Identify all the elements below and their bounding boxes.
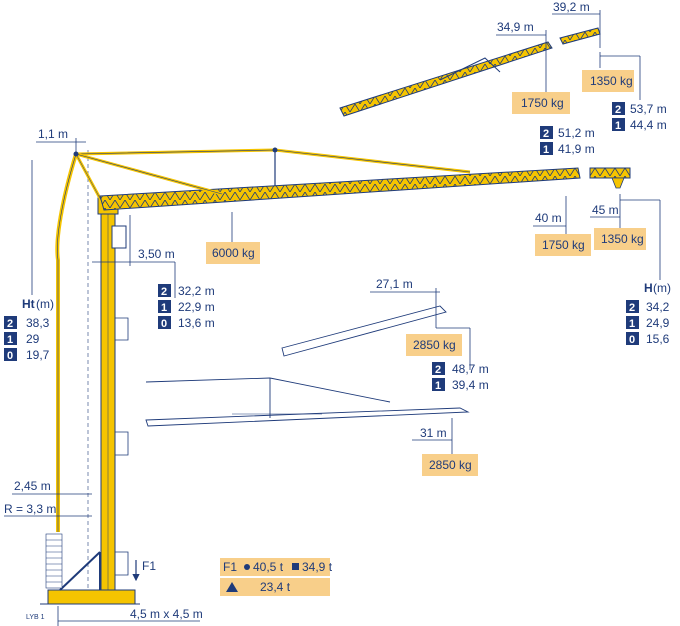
svg-text:0: 0 <box>629 334 635 346</box>
load-low-2850: 2850 kg <box>422 454 478 476</box>
svg-text:1: 1 <box>435 380 441 392</box>
svg-text:41,9 m: 41,9 m <box>558 142 595 156</box>
dim-radius: R = 3,3 m <box>4 502 56 516</box>
svg-text:1: 1 <box>615 120 621 132</box>
svg-text:44,4 m: 44,4 m <box>630 118 667 132</box>
svg-text:53,7 m: 53,7 m <box>630 102 667 116</box>
dim-base: 4,5 m x 4,5 m <box>130 607 203 621</box>
svg-text:2: 2 <box>629 302 635 314</box>
base-icon <box>226 582 238 592</box>
mid-jib: 27,1 m <box>281 277 471 370</box>
svg-text:1750 kg: 1750 kg <box>521 96 564 110</box>
svg-text:2: 2 <box>7 318 13 330</box>
svg-text:48,7 m: 48,7 m <box>452 362 489 376</box>
force-table: F1 40,5 t 34,9 t 23,4 t <box>220 558 333 596</box>
dim-low-jib: 31 m <box>420 426 447 440</box>
dim-jib-offset: 3,50 m <box>138 247 175 261</box>
svg-text:1: 1 <box>543 144 549 156</box>
dim-245: 2,45 m <box>14 479 51 493</box>
force-row-label: F1 <box>223 560 237 574</box>
svg-text:2: 2 <box>161 286 167 298</box>
svg-text:2850 kg: 2850 kg <box>429 458 472 472</box>
model-code: LYB 1 <box>26 614 45 621</box>
load-main-1750: 1750 kg <box>535 234 591 256</box>
svg-text:13,6 m: 13,6 m <box>178 316 215 330</box>
svg-text:24,9: 24,9 <box>646 316 670 330</box>
force-label: F1 <box>142 559 156 573</box>
table-h: H (m) 2 34,2 1 24,9 0 15,6 <box>626 281 671 346</box>
base-dimensions: 2,45 m R = 3,3 m 4,5 m x 4,5 m LYB 1 <box>4 479 203 626</box>
top-jib <box>339 27 601 117</box>
dot-icon <box>244 564 250 570</box>
svg-text:2: 2 <box>615 104 621 116</box>
table-topright: 2 53,7 m 1 44,4 m <box>612 102 667 132</box>
table-ht: Ht (m) 2 38,3 1 29 0 19,7 <box>4 297 54 362</box>
badge <box>612 102 625 115</box>
table-near: 2 32,2 m 1 22,9 m 0 13,6 m <box>158 284 215 330</box>
load-top-1350: 1350 kg <box>582 70 634 92</box>
svg-text:34,9 t: 34,9 t <box>302 560 333 574</box>
svg-text:0: 0 <box>7 350 13 362</box>
load-mid-2850: 2850 kg <box>406 334 462 356</box>
dim-mast-offset: 1,1 m <box>38 127 68 141</box>
force-f1: F1 <box>132 559 156 582</box>
table-top: 2 51,2 m 1 41,9 m <box>540 126 595 156</box>
svg-text:1: 1 <box>629 318 635 330</box>
svg-text:22,9 m: 22,9 m <box>178 300 215 314</box>
ht-title: Ht <box>22 297 35 311</box>
svg-text:2: 2 <box>543 128 549 140</box>
svg-text:1350 kg: 1350 kg <box>601 232 644 246</box>
main-jib-dimensions: 1,1 m 3,50 m 40 m 45 m <box>31 127 661 298</box>
svg-text:19,7: 19,7 <box>26 348 50 362</box>
svg-text:29: 29 <box>26 332 40 346</box>
main-jib <box>73 147 631 211</box>
h-title: H <box>644 281 653 295</box>
svg-text:0: 0 <box>161 318 167 330</box>
top-jib-dimensions: 39,2 m 34,9 m <box>496 0 641 100</box>
dim-top-jib-tip: 39,2 m <box>553 0 590 14</box>
svg-text:40,5 t: 40,5 t <box>253 560 284 574</box>
table-mid: 2 48,7 m 1 39,4 m <box>432 362 489 392</box>
svg-text:1: 1 <box>7 334 13 346</box>
dim-top-jib-mid: 34,9 m <box>497 20 534 34</box>
svg-text:15,6: 15,6 <box>646 332 670 346</box>
svg-text:34,2: 34,2 <box>646 300 670 314</box>
svg-text:2850 kg: 2850 kg <box>413 338 456 352</box>
low-jib: 31 m <box>145 377 470 456</box>
crane-mast <box>40 150 140 605</box>
dim-mid-jib: 27,1 m <box>376 277 413 291</box>
svg-text:51,2 m: 51,2 m <box>558 126 595 140</box>
svg-text:32,2 m: 32,2 m <box>178 284 215 298</box>
svg-text:23,4 t: 23,4 t <box>260 580 291 594</box>
dim-main-45: 45 m <box>592 203 619 217</box>
load-main-1350: 1350 kg <box>594 228 646 250</box>
svg-text:38,3: 38,3 <box>26 316 50 330</box>
svg-text:1: 1 <box>161 302 167 314</box>
svg-text:2: 2 <box>435 364 441 376</box>
dim-main-40: 40 m <box>535 211 562 225</box>
ht-unit: (m) <box>36 297 54 311</box>
load-top-1750: 1750 kg <box>512 92 570 114</box>
svg-text:6000 kg: 6000 kg <box>212 246 255 260</box>
h-unit: (m) <box>653 281 671 295</box>
badge <box>612 118 625 131</box>
load-main-6000: 6000 kg <box>206 242 260 264</box>
svg-text:1350 kg: 1350 kg <box>590 74 633 88</box>
svg-text:1750 kg: 1750 kg <box>542 238 585 252</box>
square-icon <box>292 563 299 570</box>
svg-text:39,4 m: 39,4 m <box>452 378 489 392</box>
